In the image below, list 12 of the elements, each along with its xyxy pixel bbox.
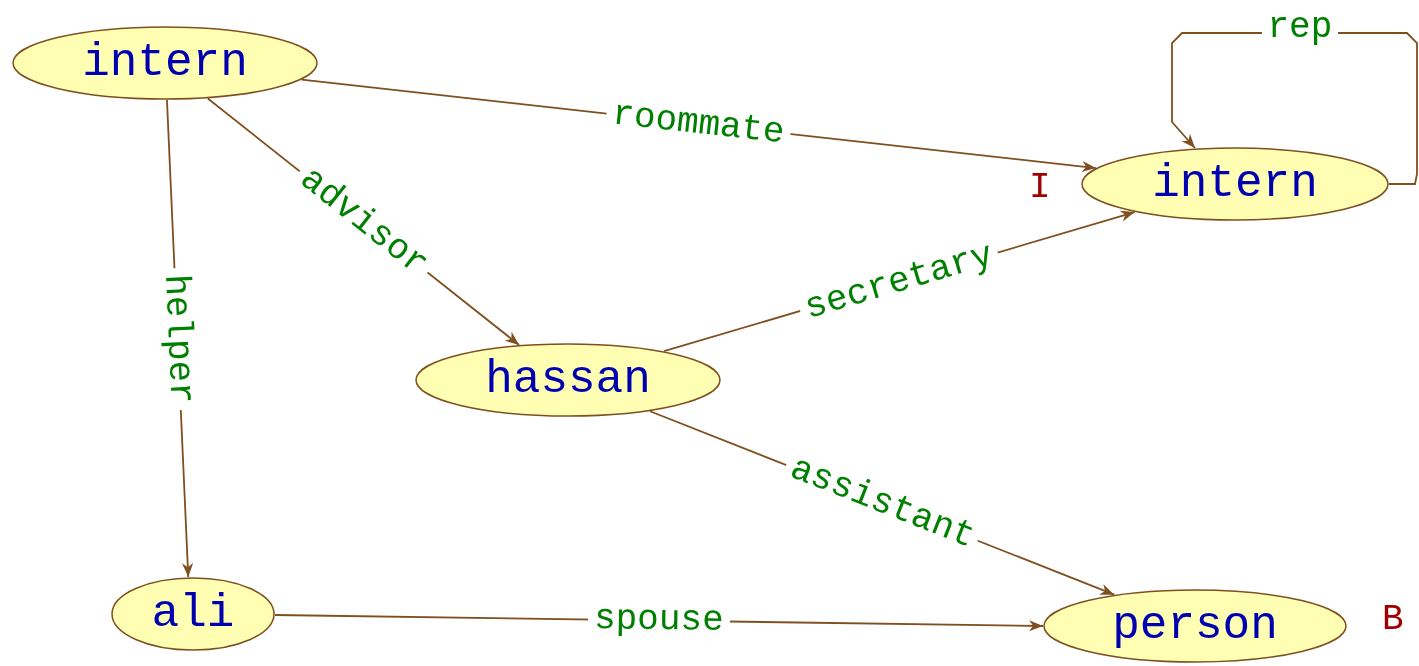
node-annotation: B (1382, 602, 1404, 638)
ellipse-node (1043, 589, 1347, 663)
node-label: intern (1152, 161, 1318, 207)
node-label: ali (151, 591, 235, 637)
ellipse-node (12, 26, 318, 100)
node-annotation: I (1029, 170, 1051, 206)
node-label: hassan (485, 357, 651, 403)
ellipse-node (1081, 147, 1389, 221)
ellipse-node (111, 577, 275, 651)
node-label: intern (82, 40, 248, 86)
ellipse-node (415, 343, 721, 417)
node-label: person (1112, 603, 1278, 649)
